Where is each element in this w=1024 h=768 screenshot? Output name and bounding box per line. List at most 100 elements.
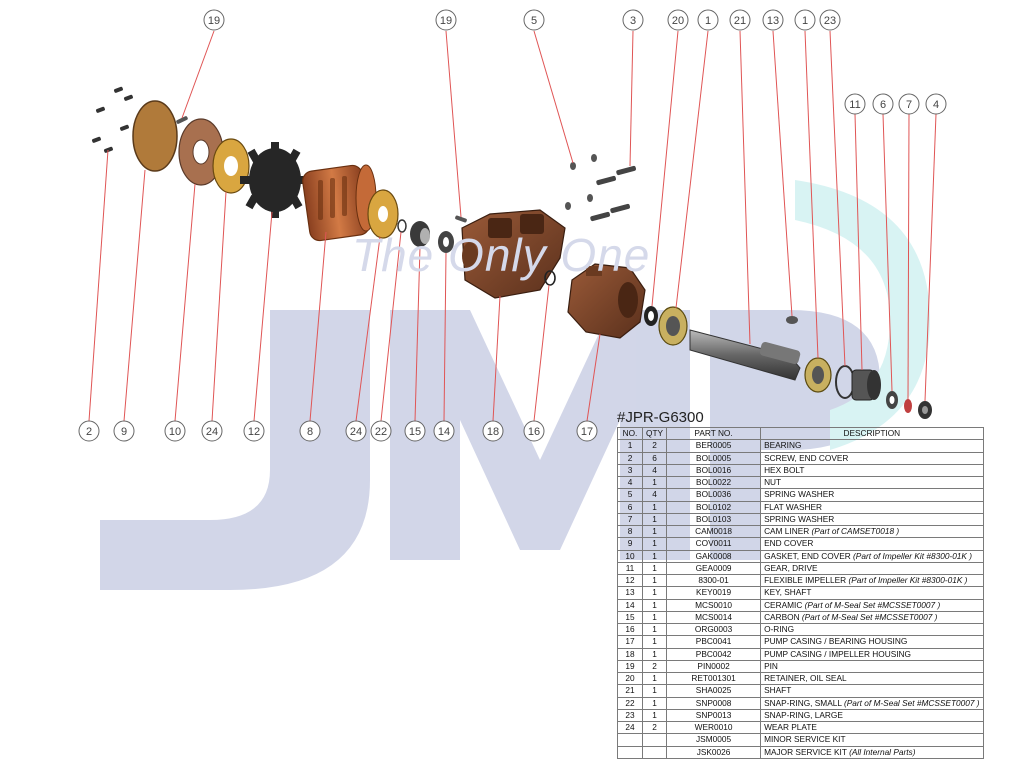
callout-23: 23 (819, 9, 841, 31)
part-pin-19a (176, 116, 188, 124)
description-note: (Part of M-Seal Set #MCSSET0007 ) (804, 599, 941, 610)
description-text: O-RING (764, 624, 795, 635)
part-end-cover (132, 100, 178, 172)
cell-description: FLAT WASHER (760, 500, 984, 514)
callout-number: 10 (169, 426, 181, 438)
cell-qty: 1 (641, 561, 668, 576)
cell-description: PUMP CASING / IMPELLER HOUSING (760, 647, 984, 661)
cell-no: 6 (617, 500, 643, 514)
cell-qty: 1 (641, 586, 668, 600)
description-note: (Part of M-Seal Set #MCSSET0007 ) (843, 697, 980, 708)
cell-no: 7 (617, 512, 643, 527)
description-text: RETAINER, OIL SEAL (764, 673, 847, 684)
description-text: FLEXIBLE IMPELLER (764, 575, 849, 586)
callout-number: 24 (350, 426, 362, 438)
callout-24: 24 (201, 420, 223, 442)
header-no: NO. (617, 426, 643, 441)
callout-number: 2 (86, 426, 92, 438)
part-spring-washers (565, 154, 597, 210)
cell-no: 2 (617, 451, 643, 465)
cell-qty: 4 (641, 488, 668, 502)
callout-4: 4 (925, 93, 947, 115)
description-text: PUMP CASING / IMPELLER HOUSING (764, 648, 911, 659)
description-note: (Part of Impeller Kit #8300-01K ) (848, 575, 968, 586)
callout-circle (201, 420, 223, 442)
cell-part-no: BOL0102 (666, 500, 762, 514)
description-text: SPRING WASHER (764, 513, 835, 524)
description-note: (Part of CAMSET0018 ) (811, 526, 900, 537)
cell-description: PUMP CASING / BEARING HOUSING (760, 635, 984, 649)
callout-number: 1 (705, 15, 711, 27)
description-text: SPRING WASHER (764, 489, 835, 500)
cell-part-no: PIN0002 (666, 659, 762, 674)
callout-2: 2 (78, 420, 100, 442)
part-wear-plate-b (367, 189, 399, 239)
header-description: DESCRIPTION (760, 426, 984, 441)
cell-part-no: MCS0014 (666, 610, 762, 625)
cell-part-no: RET001301 (666, 671, 762, 686)
cell-qty: 1 (641, 708, 668, 723)
part-flat-washer (886, 391, 898, 409)
callout-number: 4 (933, 99, 939, 111)
callout-circle (898, 93, 920, 115)
callout-19: 19 (435, 9, 457, 31)
cell-description: SHAFT (760, 684, 984, 698)
cell-qty: 2 (641, 439, 668, 453)
cell-no (617, 745, 643, 759)
cell-no: 22 (617, 696, 643, 710)
description-note: (Part of M-Seal Set #MCSSET0007 ) (801, 611, 938, 622)
callout-1: 1 (697, 9, 719, 31)
header-part-no: PART NO. (666, 426, 762, 441)
callout-circle (794, 9, 816, 31)
callout-number: 8 (307, 426, 313, 438)
callout-circle (523, 420, 545, 442)
part-gasket-end-cover (178, 118, 224, 186)
description-text: CARBON (764, 611, 802, 622)
cell-no: 15 (617, 610, 643, 625)
callout-number: 5 (531, 15, 537, 27)
callout-circle (925, 93, 947, 115)
callout-circle (697, 9, 719, 31)
cell-qty: 1 (641, 549, 668, 563)
cell-part-no: CAM0018 (666, 524, 762, 539)
description-text: FLAT WASHER (764, 501, 822, 512)
callout-circle (435, 9, 457, 31)
callout-5: 5 (523, 9, 545, 31)
cell-no: 21 (617, 684, 643, 698)
callout-circle (872, 93, 894, 115)
cell-description: GASKET, END COVER (Part of Impeller Kit … (760, 549, 984, 563)
cell-no: 14 (617, 598, 643, 612)
cell-description: CERAMIC (Part of M-Seal Set #MCSSET0007 … (760, 598, 984, 612)
callout-8: 8 (299, 420, 321, 442)
description-text: WEAR PLATE (764, 722, 817, 733)
part-snap-ring-small (397, 219, 407, 233)
callout-number: 14 (438, 426, 450, 438)
cell-description: CARBON (Part of M-Seal Set #MCSSET0007 ) (760, 610, 984, 625)
cell-no: 11 (617, 561, 643, 576)
callout-20: 20 (667, 9, 689, 31)
cell-no: 19 (617, 659, 643, 674)
callout-circle (576, 420, 598, 442)
callout-16: 16 (523, 420, 545, 442)
watermark-tagline: The Only One (352, 229, 651, 281)
cell-part-no: BOL0036 (666, 488, 762, 502)
part-impeller-housing (461, 209, 566, 299)
cell-no: 18 (617, 647, 643, 661)
part-shaft (689, 329, 801, 381)
cell-part-no: JSM0005 (666, 733, 762, 747)
part-bearing-housing (567, 263, 646, 339)
cell-no: 3 (617, 463, 643, 478)
cell-description: END COVER (760, 537, 984, 551)
